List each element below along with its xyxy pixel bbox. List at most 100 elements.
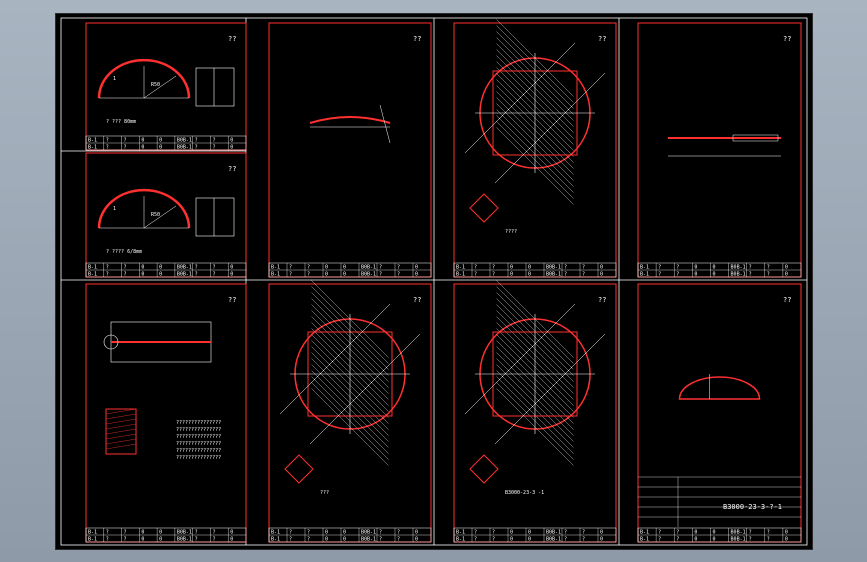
title-block-cell: ? (749, 530, 752, 536)
title-block-cell: ? (676, 537, 679, 543)
title-block-cell: 0 (230, 537, 233, 543)
title-block-cell: ? (492, 537, 495, 543)
title-block-cell: B0B-1 (361, 530, 376, 536)
detail-diamond (469, 454, 499, 484)
section-hatch (105, 423, 137, 430)
title-block-cell: 0 (600, 530, 603, 536)
title-block-cell: ? (474, 537, 477, 543)
title-block-cell: B-1 (456, 265, 465, 271)
sheet-9: B-1B-1????0000B0B-1B0B-1????00??B3000-23… (637, 283, 802, 543)
title-block-cell: B-1 (88, 265, 97, 271)
title-block-cell: 0 (712, 265, 715, 271)
title-block-cell: 0 (159, 145, 162, 151)
title-block-cell: ? (749, 272, 752, 278)
section-hatch (105, 438, 137, 445)
title-block-cell: B0B-1 (546, 537, 561, 543)
arch-profile (97, 188, 191, 229)
sheet-title: ?? (598, 296, 606, 304)
drawing-note: ? ???? 6/8mm (106, 249, 142, 255)
title-block-cell: ? (582, 537, 585, 543)
radius-label: R50 (151, 82, 160, 88)
radius-line (143, 205, 177, 229)
drawing-note: B3000-23-3 -1 (505, 490, 544, 496)
title-block-cell: B0B-1 (177, 537, 192, 543)
title-block-cell: ? (106, 138, 109, 144)
title-block-cell: ? (106, 145, 109, 151)
title-block-cell: B-1 (456, 530, 465, 536)
sheet-frame (268, 22, 432, 278)
title-block-cell: ? (564, 537, 567, 543)
title-block-cell: 0 (600, 272, 603, 278)
title-block-cell: ? (397, 272, 400, 278)
diag-dim-2 (494, 333, 606, 445)
title-block-cell: ? (379, 537, 382, 543)
title-block-cell: ? (658, 530, 661, 536)
title-block-cell: B0B-1 (177, 272, 192, 278)
title-block-cell: 0 (343, 537, 346, 543)
title-block-cell: B-1 (456, 537, 465, 543)
title-block-cell: ? (474, 530, 477, 536)
title-block-cell: 0 (785, 265, 788, 271)
title-block-cell: ? (492, 265, 495, 271)
sheet-6: B-1B-1????0000B0B-1B0B-1????00??????????… (85, 283, 247, 543)
title-block-cell: 0 (159, 537, 162, 543)
sheet-title: ?? (228, 165, 236, 173)
title-block-cell: ? (124, 145, 127, 151)
title-block-cell: 0 (415, 530, 418, 536)
title-block-cell: ? (106, 537, 109, 543)
title-block-cell: 0 (141, 138, 144, 144)
title-block-cell: ? (289, 272, 292, 278)
section-hatch (105, 408, 137, 415)
title-block-cell: 0 (712, 272, 715, 278)
drawing-note: ??? (320, 490, 329, 496)
sheet-frame (85, 152, 247, 278)
title-block-cell: B-1 (640, 265, 649, 271)
detail-diamond (469, 193, 499, 223)
title-block-cell: ? (379, 530, 382, 536)
section-hatch (105, 413, 137, 420)
title-block-cell: ? (379, 265, 382, 271)
title-block-cell: ? (106, 530, 109, 536)
title-block-cell: 0 (159, 272, 162, 278)
title-block-cell: ? (212, 145, 215, 151)
title-block-cell: ? (676, 530, 679, 536)
title-block-cell: ? (307, 265, 310, 271)
title-block-cell: ? (749, 537, 752, 543)
tech-note-line: ??????????????? (176, 441, 221, 447)
title-block-cell: ? (195, 265, 198, 271)
title-block-cell: 0 (528, 265, 531, 271)
title-block-cell: ? (195, 138, 198, 144)
sheet-title: ?? (228, 35, 236, 43)
title-block-cell: 0 (230, 530, 233, 536)
title-block-cell: 0 (415, 272, 418, 278)
title-block-cell: ? (767, 272, 770, 278)
title-block-cell: 0 (141, 265, 144, 271)
dome-profile (678, 376, 761, 400)
tech-note-line: ??????????????? (176, 420, 221, 426)
sheet-frame (637, 22, 802, 278)
title-block-cell: ? (289, 530, 292, 536)
title-block-cell: ? (767, 265, 770, 271)
mark-label: 1 (113, 76, 116, 82)
title-block-cell: 0 (528, 537, 531, 543)
title-block-cell: ? (676, 272, 679, 278)
title-block-cell: ? (658, 265, 661, 271)
title-block-cell: B0B-1 (546, 272, 561, 278)
title-block-cell: ? (124, 530, 127, 536)
shaft-section (732, 134, 779, 142)
sheet-title: ?? (413, 296, 421, 304)
tech-note-line: ??????????????? (176, 434, 221, 440)
title-block-cell: ? (582, 265, 585, 271)
title-block-cell: ? (124, 265, 127, 271)
title-block-cell: ? (212, 265, 215, 271)
title-block-cell: 0 (415, 537, 418, 543)
title-block-cell: B0B-1 (361, 272, 376, 278)
title-block-cell: 0 (141, 537, 144, 543)
title-block-cell: 0 (141, 145, 144, 151)
drawing-note: ???? (505, 229, 517, 235)
title-block-cell: 0 (600, 265, 603, 271)
